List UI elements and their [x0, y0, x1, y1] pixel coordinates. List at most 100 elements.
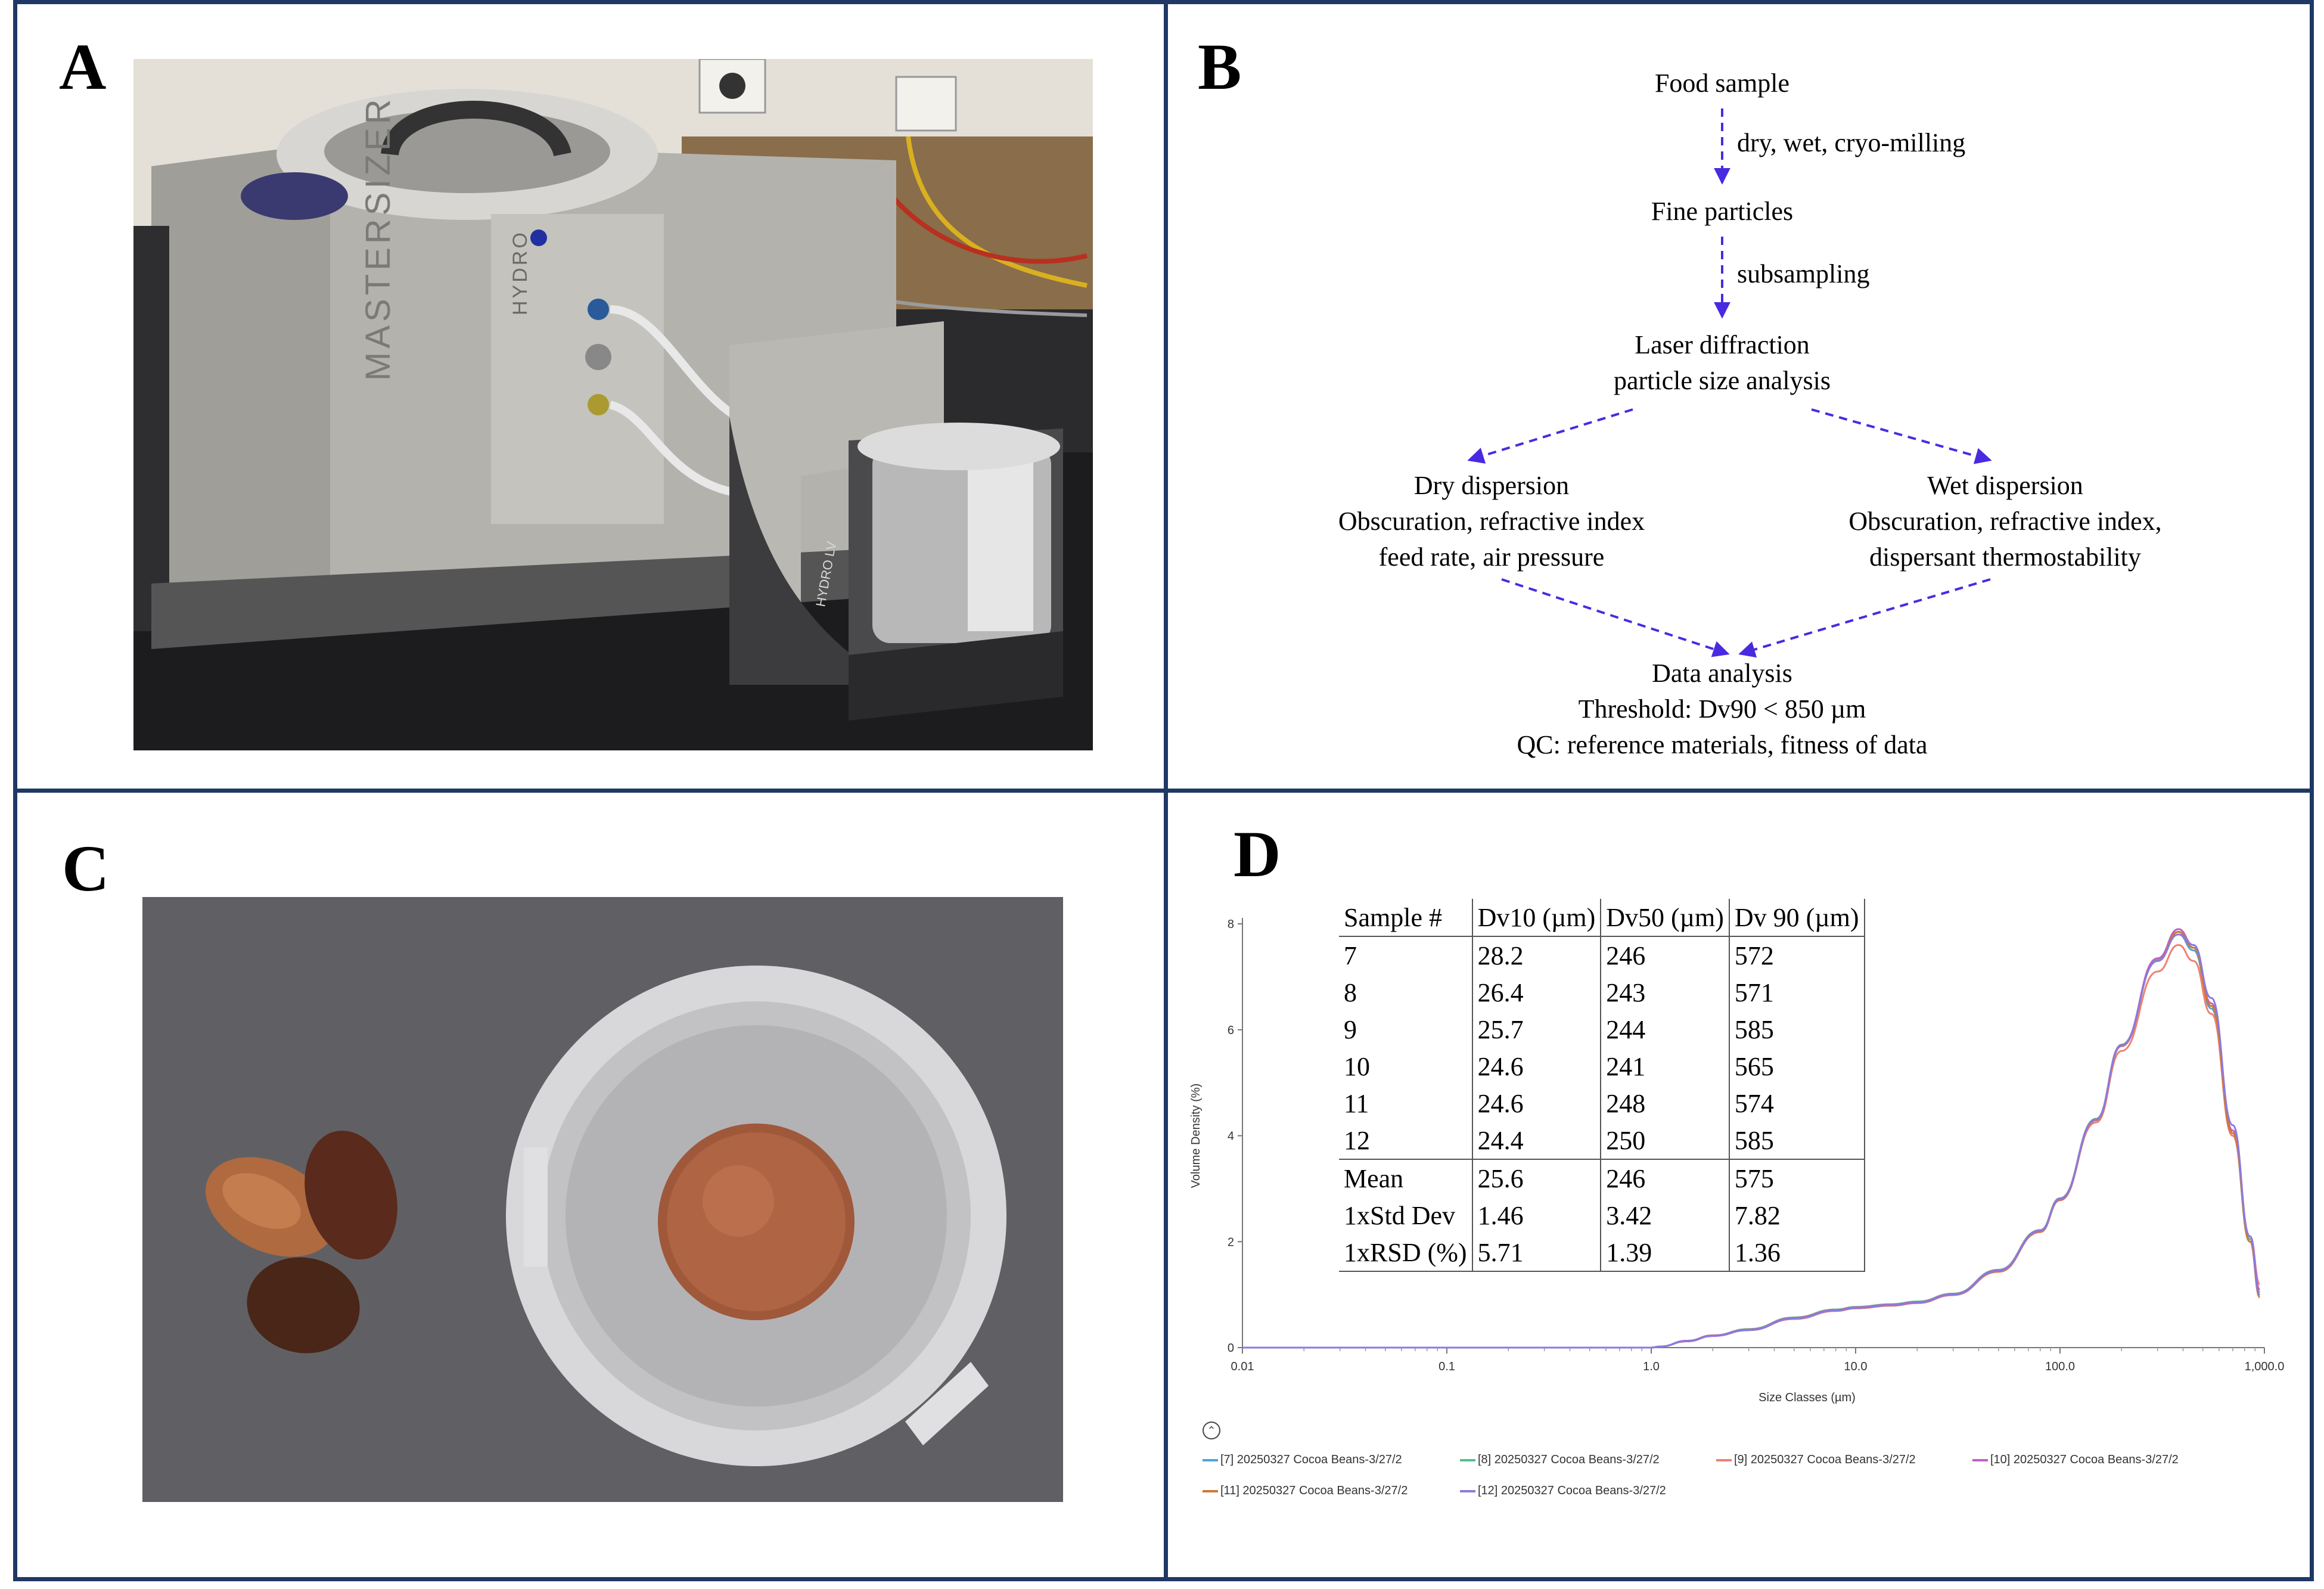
- y-axis-label: Volume Density (%): [1189, 1084, 1203, 1188]
- table-cell: 248: [1600, 1085, 1729, 1122]
- arrow-laser-to-dry: [1467, 408, 1633, 464]
- y-tick-label: 8: [1228, 918, 1234, 931]
- node-data-line1: Data analysis: [1652, 659, 1792, 688]
- table-cell: 1.36: [1728, 1234, 1865, 1271]
- panel-a: A MASTERSIZER HYDRO: [13, 0, 1168, 793]
- legend-label: [8] 20250327 Cocoa Beans-3/27/2: [1478, 1453, 1660, 1466]
- size-summary-table: Sample # Dv10 (µm) Dv50 (µm) Dv 90 (µm) …: [1339, 899, 1865, 1272]
- legend-item[interactable]: [7] 20250327 Cocoa Beans-3/27/2: [1203, 1453, 1402, 1467]
- legend-item[interactable]: [11] 20250327 Cocoa Beans-3/27/2: [1203, 1484, 1408, 1498]
- chevron-up-icon: ⌃: [1207, 1424, 1216, 1437]
- legend-swatch: [1716, 1458, 1732, 1461]
- y-tick-label: 2: [1228, 1236, 1234, 1249]
- table-cell: 574: [1728, 1085, 1865, 1122]
- table-header: Sample #: [1339, 899, 1472, 937]
- table-cell: 12: [1344, 1125, 1370, 1155]
- legend-item[interactable]: [10] 20250327 Cocoa Beans-3/27/2: [1972, 1453, 2179, 1467]
- table-cell: 1.39: [1600, 1234, 1729, 1271]
- y-tick-label: 0: [1228, 1342, 1234, 1355]
- node-dry-line1: Dry dispersion: [1414, 471, 1569, 500]
- table-cell: 243: [1600, 974, 1729, 1011]
- legend-label: [9] 20250327 Cocoa Beans-3/27/2: [1734, 1453, 1916, 1466]
- table-cell: 11: [1344, 1088, 1369, 1118]
- y-tick-label: 6: [1228, 1024, 1234, 1037]
- arrow-wet-to-data: [1738, 578, 1991, 658]
- table-cell: 26.4: [1471, 974, 1601, 1011]
- panel-b: B Food sample dry, wet, cryo-milling Fin…: [1164, 0, 2314, 793]
- table-cell: 1xRSD (%): [1344, 1237, 1467, 1267]
- table-cell: 572: [1728, 936, 1865, 974]
- table-cell: 25.7: [1471, 1011, 1601, 1048]
- x-axis-label: Size Classes (µm): [1758, 1391, 1856, 1404]
- table-cell: 24.6: [1471, 1085, 1601, 1122]
- node-wet-line2: Obscuration, refractive index,: [1848, 507, 2161, 536]
- table-cell: 571: [1728, 974, 1865, 1011]
- table-cell: 9: [1344, 1014, 1357, 1044]
- table-cell: 241: [1600, 1048, 1729, 1085]
- x-tick-label: 1.0: [1643, 1360, 1660, 1373]
- workflow-diagram: Food sample dry, wet, cryo-milling Fine …: [1338, 69, 2162, 759]
- table-cell: 5.71: [1471, 1234, 1601, 1271]
- legend-label: [7] 20250327 Cocoa Beans-3/27/2: [1220, 1453, 1402, 1466]
- table-cell: 250: [1600, 1122, 1729, 1159]
- table-header: Dv 90 (µm): [1728, 899, 1865, 937]
- arrow-dry-to-data: [1501, 578, 1730, 657]
- panel-label-d: D: [1234, 818, 1281, 890]
- x-tick-label: 0.1: [1438, 1360, 1455, 1373]
- table-cell: 1.46: [1471, 1197, 1601, 1234]
- table-cell: Mean: [1339, 1159, 1472, 1197]
- cocoa-bean: [305, 1130, 397, 1260]
- legend-label: [10] 20250327 Cocoa Beans-3/27/2: [1990, 1453, 2179, 1466]
- table-cell: 24.6: [1471, 1048, 1601, 1085]
- legend-swatch: [1460, 1458, 1475, 1461]
- legend-item[interactable]: [8] 20250327 Cocoa Beans-3/27/2: [1460, 1453, 1660, 1467]
- table-cell: 575: [1728, 1159, 1865, 1197]
- node-data-line3: QC: reference materials, fitness of data: [1517, 730, 1927, 759]
- x-tick-label: 100.0: [2045, 1360, 2075, 1373]
- x-tick-label: 1,000.0: [2245, 1360, 2285, 1373]
- node-dry-line2: Obscuration, refractive index: [1338, 507, 1645, 536]
- table-cell: 246: [1600, 1159, 1729, 1197]
- y-tick-label: 4: [1228, 1130, 1234, 1143]
- edge-label-milling: dry, wet, cryo-milling: [1737, 128, 1965, 157]
- legend-item[interactable]: [9] 20250327 Cocoa Beans-3/27/2: [1716, 1453, 1916, 1467]
- panel-label-b: B: [1198, 30, 1242, 103]
- node-fine-particles: Fine particles: [1651, 197, 1793, 226]
- edge-label-subsampling: subsampling: [1737, 259, 1869, 288]
- cocoa-sample-photo: [142, 897, 1063, 1502]
- node-wet-line3: dispersant thermostability: [1869, 542, 2141, 572]
- table-cell: 24.4: [1471, 1122, 1601, 1159]
- table-cell: 246: [1600, 936, 1729, 974]
- legend-label: [11] 20250327 Cocoa Beans-3/27/2: [1220, 1484, 1408, 1497]
- table-cell: 585: [1728, 1011, 1865, 1048]
- panel-label-a: A: [59, 30, 107, 103]
- legend-collapse-toggle[interactable]: ⌃: [1203, 1422, 1220, 1439]
- legend-swatch: [1972, 1458, 1988, 1461]
- arrow-laser-to-wet: [1811, 408, 1992, 464]
- table-cell: 7: [1344, 941, 1357, 970]
- table-cell: 28.2: [1471, 936, 1601, 974]
- table-cell: 3.42: [1600, 1197, 1729, 1234]
- table-cell: 8: [1344, 977, 1357, 1007]
- x-tick-label: 10.0: [1844, 1360, 1868, 1373]
- legend-swatch: [1203, 1489, 1218, 1492]
- brand-hydro: HYDRO: [509, 230, 532, 315]
- brand-mastersizer: MASTERSIZER: [359, 96, 397, 381]
- table-header: Dv10 (µm): [1471, 899, 1601, 937]
- node-laser-line2: particle size analysis: [1614, 366, 1831, 395]
- table-header: Dv50 (µm): [1600, 899, 1729, 937]
- legend-item[interactable]: [12] 20250327 Cocoa Beans-3/27/2: [1460, 1484, 1666, 1498]
- node-data-line2: Threshold: Dv90 < 850 µm: [1579, 694, 1866, 724]
- legend-label: [12] 20250327 Cocoa Beans-3/27/2: [1478, 1484, 1666, 1497]
- table-cell: 10: [1344, 1051, 1370, 1081]
- node-food-sample: Food sample: [1655, 69, 1789, 98]
